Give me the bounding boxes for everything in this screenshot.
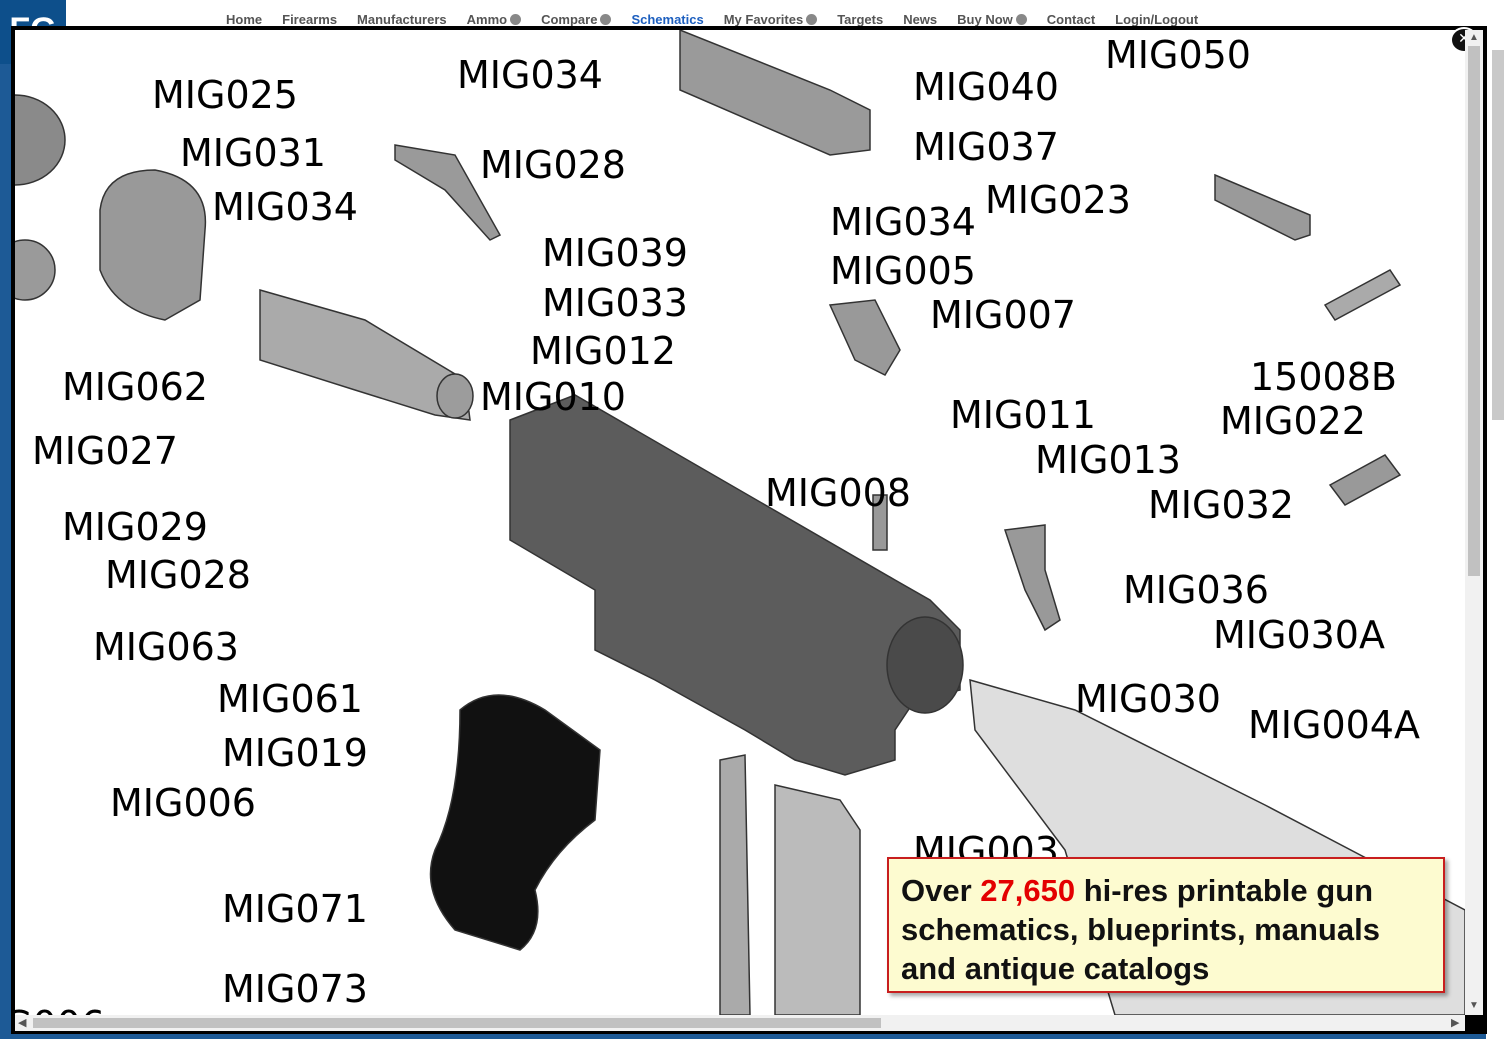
nav-item-compare[interactable]: Compare — [541, 12, 612, 27]
part-label-15008b: 15008B — [1250, 355, 1397, 399]
part-label-mig039: MIG039 — [542, 231, 688, 275]
part-label-mig073: MIG073 — [222, 967, 368, 1011]
page-scrollbar[interactable] — [1486, 30, 1510, 1039]
part-label-mig031: MIG031 — [180, 131, 326, 175]
part-label-mig033: MIG033 — [542, 281, 688, 325]
nav-item-favorites-label: My Favorites — [723, 12, 804, 27]
part-label-mig040: MIG040 — [913, 65, 1059, 109]
part-label-mig023: MIG023 — [985, 178, 1131, 222]
nav-item-news[interactable]: News — [903, 12, 938, 27]
part-label-mig025: MIG025 — [152, 73, 298, 117]
part-label-mig019: MIG019 — [222, 731, 368, 775]
plunger-part — [1328, 454, 1402, 506]
site-top-nav: Home Firearms Manufacturers Ammo Compare… — [0, 0, 1510, 30]
nav-item-compare-label: Compare — [541, 12, 598, 27]
horizontal-scroll-thumb[interactable] — [33, 1018, 881, 1028]
part-label-mig034: MIG034 — [212, 185, 358, 229]
part-label-mig028: MIG028 — [105, 553, 251, 597]
part-label-mig022: MIG022 — [1220, 399, 1366, 443]
nav-item-buy-now[interactable]: Buy Now — [957, 12, 1027, 27]
part-label-mig007: MIG007 — [930, 293, 1076, 337]
page-background — [0, 64, 12, 1039]
part-label-mig028: MIG028 — [480, 143, 626, 187]
nav-item-buy-now-label: Buy Now — [957, 12, 1013, 27]
part-label-mig012: MIG012 — [530, 329, 676, 373]
receiver-thread — [886, 616, 964, 714]
part-label-mig029: MIG029 — [62, 505, 208, 549]
trigger-part — [1003, 524, 1061, 632]
part-label-mig030: MIG030 — [1075, 677, 1221, 721]
part-label-mig071: MIG071 — [222, 887, 368, 931]
part-label-mig034: MIG034 — [830, 200, 976, 244]
scroll-down-arrow-icon[interactable]: ▼ — [1469, 1000, 1479, 1011]
hammer-part — [828, 299, 901, 376]
nav-menu: Home Firearms Manufacturers Ammo Compare… — [226, 12, 1198, 27]
barrel-part-top — [679, 30, 871, 156]
nav-item-firearms[interactable]: Firearms — [282, 12, 338, 27]
chevron-down-icon — [1015, 14, 1027, 25]
part-label-mig063: MIG063 — [93, 625, 239, 669]
part-label-mig010: MIG010 — [480, 375, 626, 419]
part-label-mig034: MIG034 — [457, 53, 603, 97]
nav-item-ammo[interactable]: Ammo — [466, 12, 522, 27]
nav-item-home[interactable]: Home — [226, 12, 263, 27]
magazine-part — [774, 784, 861, 1015]
part-label-mig013: MIG013 — [1035, 438, 1181, 482]
lever-part — [394, 144, 502, 241]
part-label-mig050: MIG050 — [1105, 33, 1251, 77]
ring-part-left — [15, 94, 66, 186]
part-label-mig027: MIG027 — [32, 429, 178, 473]
nav-item-contact[interactable]: Contact — [1046, 12, 1096, 27]
scroll-left-arrow-icon[interactable]: ◀ — [18, 1017, 27, 1029]
scroll-right-arrow-icon[interactable]: ▶ — [1451, 1017, 1460, 1029]
nav-item-login[interactable]: Login/Logout — [1115, 12, 1199, 27]
part-label-mig004a: MIG004A — [1248, 703, 1420, 747]
viewport-vertical-scrollbar[interactable]: ▲ ▼ — [1465, 30, 1483, 1015]
spring-part — [872, 494, 888, 551]
magazine-part-2 — [719, 754, 751, 1015]
part-label-mig005: MIG005 — [830, 249, 976, 293]
nav-item-ammo-label: Ammo — [466, 12, 508, 27]
part-label-mig011: MIG011 — [950, 393, 1096, 437]
promo-count: 27,650 — [980, 873, 1076, 908]
barrel-collar-part — [99, 169, 207, 321]
chevron-down-icon — [510, 14, 522, 25]
promo-text: hi-res printable gun schematics, bluepri… — [901, 873, 1380, 986]
part-label-g006: G006 — [15, 1003, 105, 1015]
nav-item-my-favorites[interactable]: My Favorites — [723, 12, 818, 27]
nav-item-schematics[interactable]: Schematics — [631, 12, 704, 27]
grip-part — [429, 694, 601, 951]
chevron-down-icon — [600, 14, 612, 25]
promo-prefix: Over — [901, 873, 981, 908]
page-scrollbar-thumb[interactable] — [1492, 50, 1504, 420]
nav-item-targets[interactable]: Targets — [837, 12, 884, 27]
part-label-mig037: MIG037 — [913, 125, 1059, 169]
pin-part-right — [1323, 269, 1402, 321]
lower-receiver — [509, 394, 961, 776]
part-label-mig032: MIG032 — [1148, 483, 1294, 527]
part-label-mig062: MIG062 — [62, 365, 208, 409]
part-label-mig036: MIG036 — [1123, 568, 1269, 612]
part-label-mig061: MIG061 — [217, 677, 363, 721]
nav-item-manufacturers[interactable]: Manufacturers — [357, 12, 447, 27]
viewport-horizontal-scrollbar[interactable]: ◀ ▶ — [15, 1015, 1465, 1031]
promo-banner[interactable]: Over 27,650 hi-res printable gun schemat… — [887, 857, 1445, 993]
bar-part-right — [1214, 173, 1311, 241]
ring-part-left-2 — [15, 239, 56, 301]
chevron-down-icon — [806, 14, 818, 25]
part-label-mig008: MIG008 — [765, 471, 911, 515]
vertical-scroll-thumb[interactable] — [1468, 46, 1480, 576]
scroll-up-arrow-icon[interactable]: ▲ — [1469, 32, 1479, 43]
part-label-mig006: MIG006 — [110, 781, 256, 825]
part-label-mig030a: MIG030A — [1213, 613, 1385, 657]
